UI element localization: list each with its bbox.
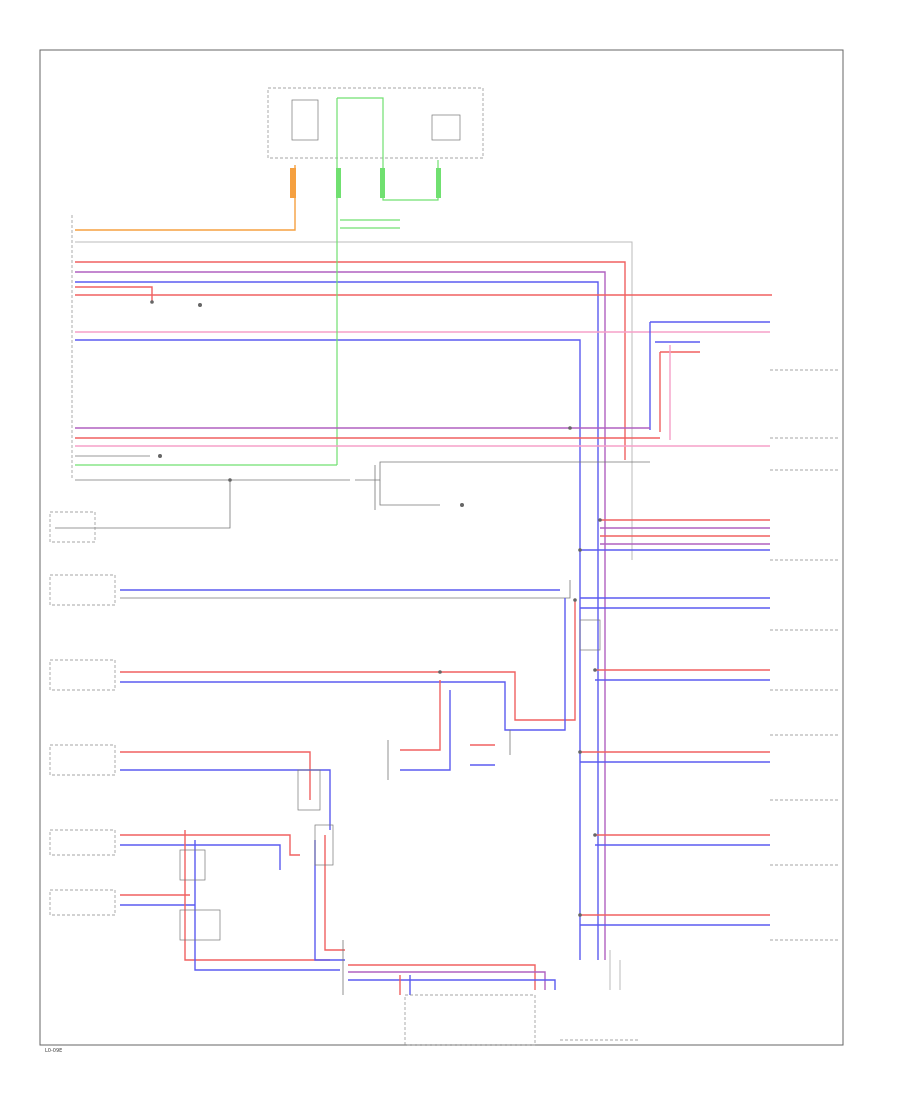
- fuse-box-top: [267, 87, 484, 159]
- wire-group-upper: [75, 165, 772, 960]
- wire-group-middle: [55, 427, 770, 609]
- diagram-frame: [39, 49, 844, 1046]
- right-separators: [560, 369, 840, 1041]
- splice-nodes: [150, 300, 602, 917]
- page-code: L0-09E: [45, 1048, 62, 1054]
- fuse-block-top-b: [431, 114, 461, 141]
- component-boxes-left: [49, 511, 536, 1046]
- connector-bars: [179, 168, 601, 995]
- wire-group-lower: [120, 598, 770, 995]
- fuse-block-top-a: [291, 99, 319, 141]
